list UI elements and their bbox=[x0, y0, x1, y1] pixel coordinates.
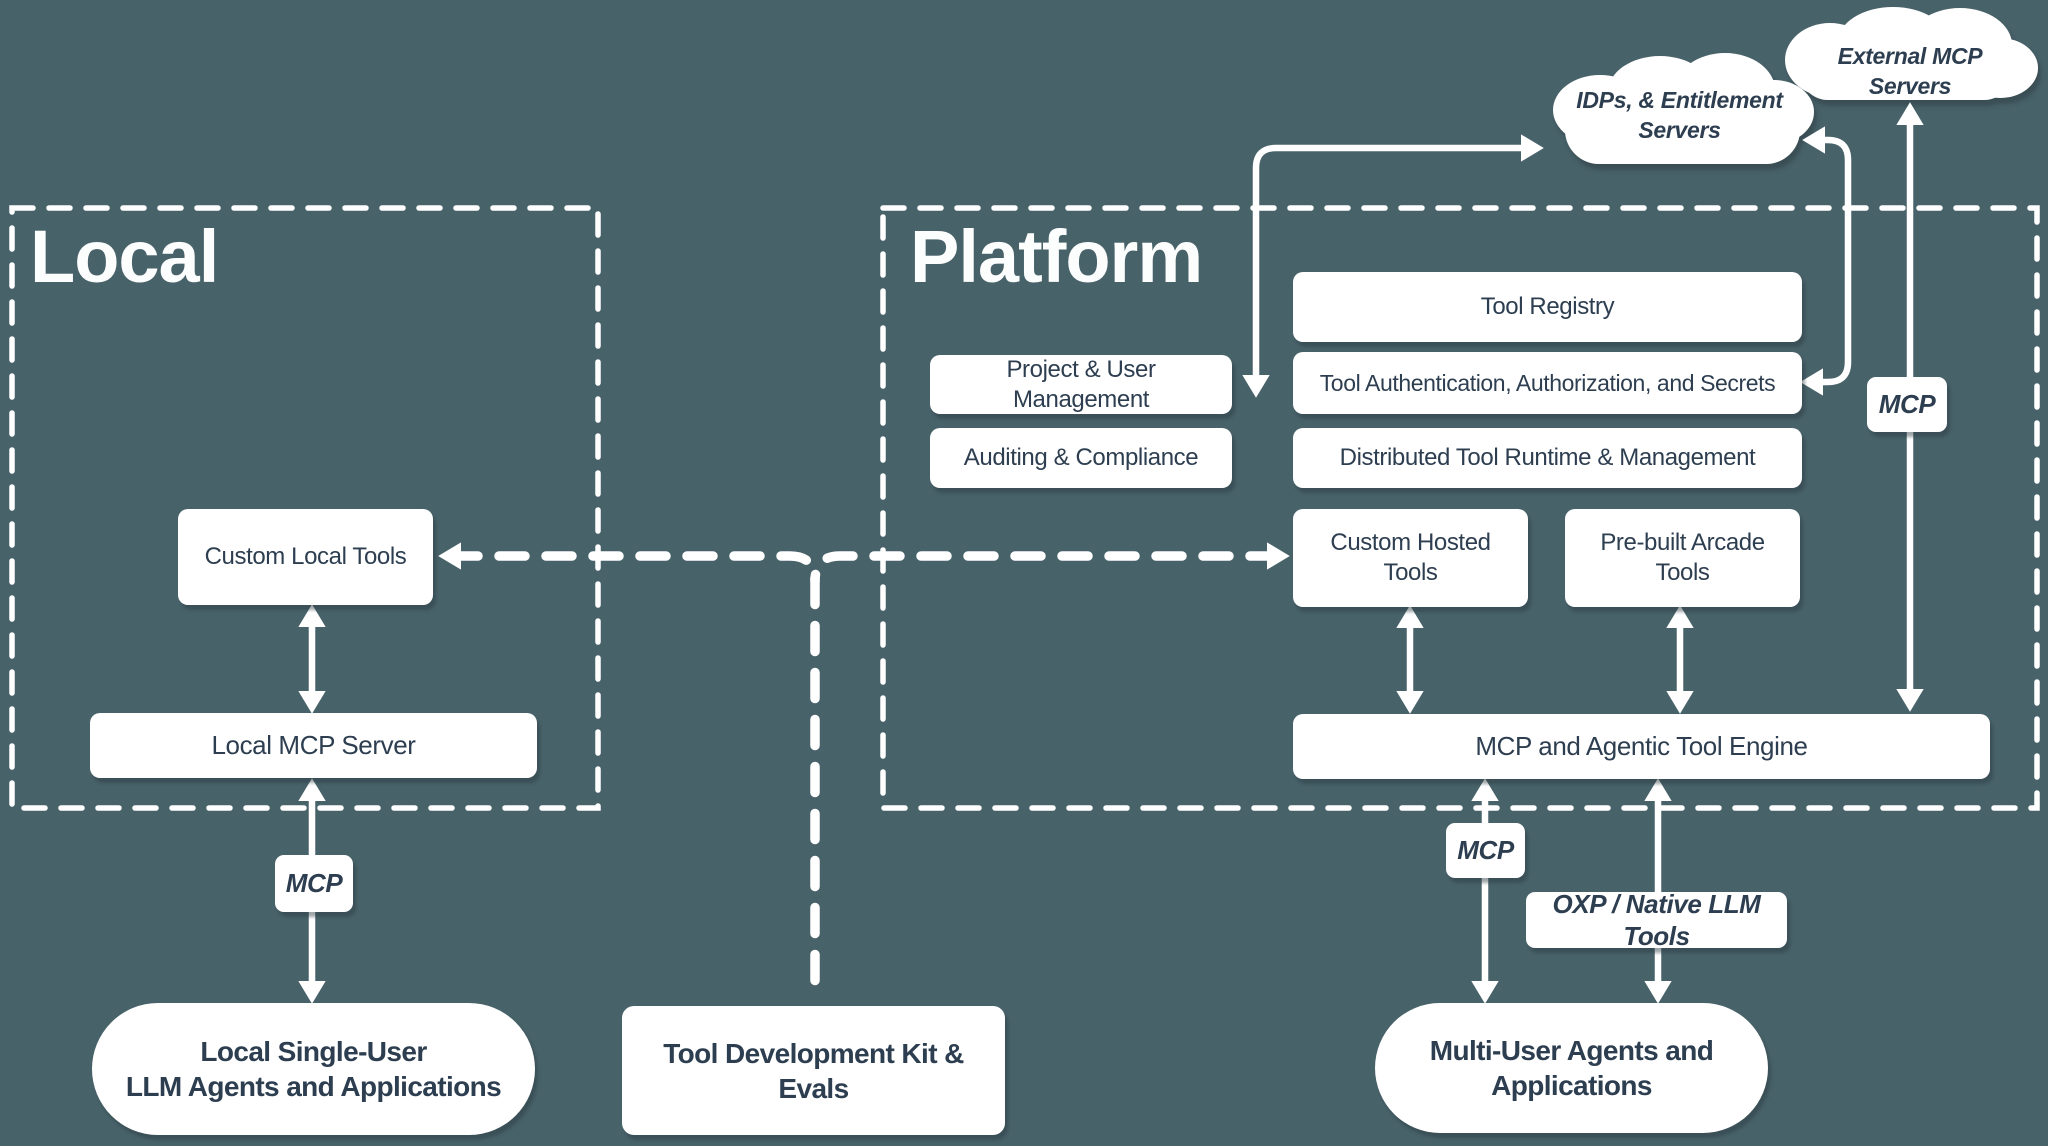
idps-entitlement-servers-label: IDPs, & Entitlement Servers bbox=[1572, 86, 1787, 146]
custom-hosted-tools-box: Custom Hosted Tools bbox=[1293, 509, 1528, 607]
mcp-label-external: MCP bbox=[1867, 377, 1947, 432]
local-agents-pill: Local Single-User LLM Agents and Applica… bbox=[92, 1003, 535, 1135]
external-mcp-servers-label: External MCP Servers bbox=[1837, 43, 1983, 99]
mcp-label-local: MCP bbox=[275, 855, 353, 912]
external-mcp-servers-cloud bbox=[1785, 7, 2038, 100]
distributed-runtime-box: Distributed Tool Runtime & Management bbox=[1293, 428, 1802, 488]
local-tools-dashed-connector bbox=[438, 542, 820, 1005]
project-user-management-box: Project & User Management bbox=[930, 355, 1232, 414]
multi-agents-line2: Applications bbox=[1491, 1070, 1652, 1101]
hosted-tools-dashed-connector bbox=[810, 542, 1290, 586]
platform-region-title: Platform bbox=[910, 215, 1203, 298]
mcp-label-platform: MCP bbox=[1446, 823, 1525, 878]
tool-registry-box: Tool Registry bbox=[1293, 272, 1802, 342]
oxp-native-llm-tools-label: OXP / Native LLM Tools bbox=[1526, 889, 1787, 951]
auditing-compliance-box: Auditing & Compliance bbox=[930, 428, 1232, 488]
local-agents-line1: Local Single-User bbox=[200, 1036, 427, 1067]
idps-entitlement-servers-cloud bbox=[1553, 53, 1814, 164]
local-agents-line2: LLM Agents and Applications bbox=[125, 1071, 502, 1102]
tool-authentication-box: Tool Authentication, Authorization, and … bbox=[1293, 352, 1802, 414]
idps-label-line2: Servers bbox=[1638, 116, 1721, 143]
platform-to-idps-elbow-arrow bbox=[1242, 134, 1544, 398]
multi-user-agents-pill: Multi-User Agents and Applications bbox=[1375, 1003, 1768, 1133]
prebuilt-arcade-tools-box: Pre-built Arcade Tools bbox=[1565, 509, 1800, 607]
idps-label-line1: IDPs, & Entitlement bbox=[1576, 87, 1783, 113]
custom-local-tools-box: Custom Local Tools bbox=[178, 509, 433, 605]
mcp-agentic-tool-engine-box: MCP and Agentic Tool Engine bbox=[1293, 714, 1990, 779]
idps-to-tool-auth-elbow-arrow bbox=[1800, 126, 1852, 396]
local-mcp-server-box: Local MCP Server bbox=[90, 713, 537, 778]
local-region-title: Local bbox=[30, 215, 219, 298]
tool-development-kit-box: Tool Development Kit & Evals bbox=[622, 1006, 1005, 1135]
multi-agents-line1: Multi-User Agents and bbox=[1429, 1035, 1714, 1066]
